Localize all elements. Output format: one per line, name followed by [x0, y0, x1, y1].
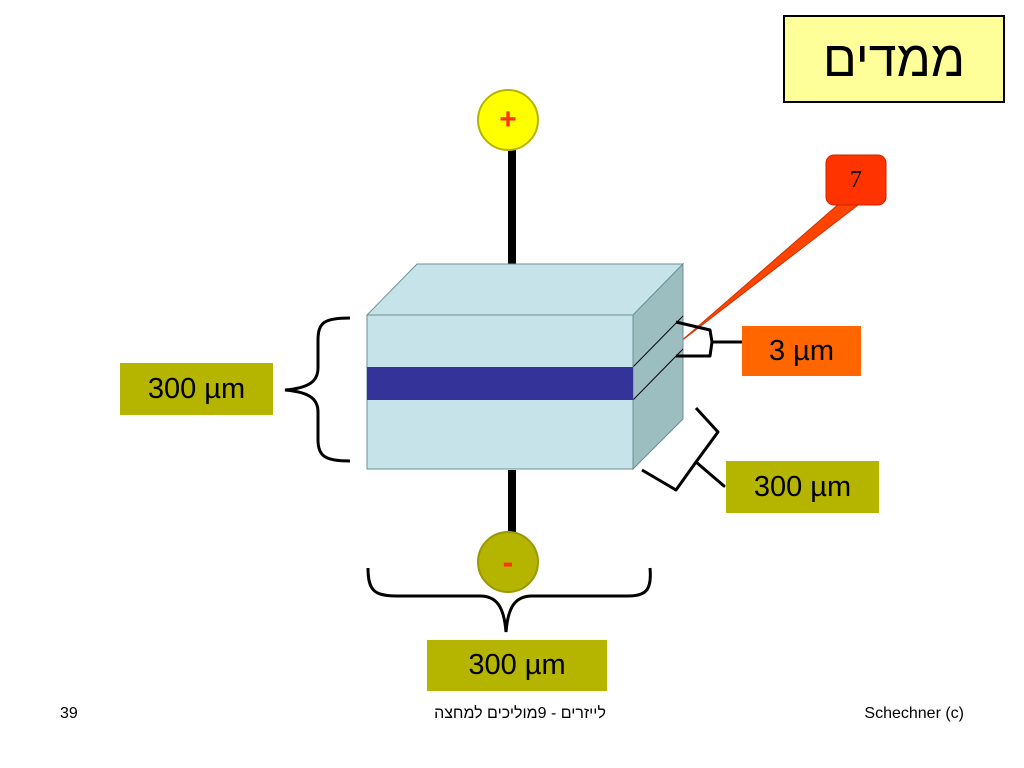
- bottom-wire: [508, 470, 516, 532]
- side-layer-line-lower: [632, 348, 684, 401]
- left-brace: [284, 316, 351, 463]
- cube-top-face: [365, 263, 685, 316]
- active-layer: [367, 367, 633, 400]
- width-dimension-label: 300 µm: [427, 640, 607, 691]
- top-wire: [508, 145, 516, 281]
- footer-credit: Schechner (c): [864, 705, 964, 722]
- callout-pointer: [679, 195, 863, 343]
- active-layer-dimension-label: 3 µm: [742, 326, 861, 376]
- minus-sign: -: [502, 543, 514, 580]
- negative-electrode: [477, 531, 539, 593]
- plus-sign: +: [499, 103, 517, 136]
- callout-text: 7: [850, 166, 862, 193]
- slide-title: ממדים: [783, 15, 1005, 103]
- footer-center-text: לייזרים - 9מוליכים למחצה: [434, 705, 606, 722]
- active-layer-brace: [675, 320, 744, 358]
- positive-electrode: [477, 89, 539, 151]
- depth-brace: [641, 406, 726, 492]
- height-dimension-label: 300 µm: [120, 363, 273, 415]
- side-layer-line-upper: [632, 315, 684, 368]
- page-number: 39: [60, 705, 78, 722]
- depth-dimension-label: 300 µm: [726, 461, 879, 513]
- callout-box: [825, 154, 887, 206]
- bottom-brace: [366, 567, 652, 633]
